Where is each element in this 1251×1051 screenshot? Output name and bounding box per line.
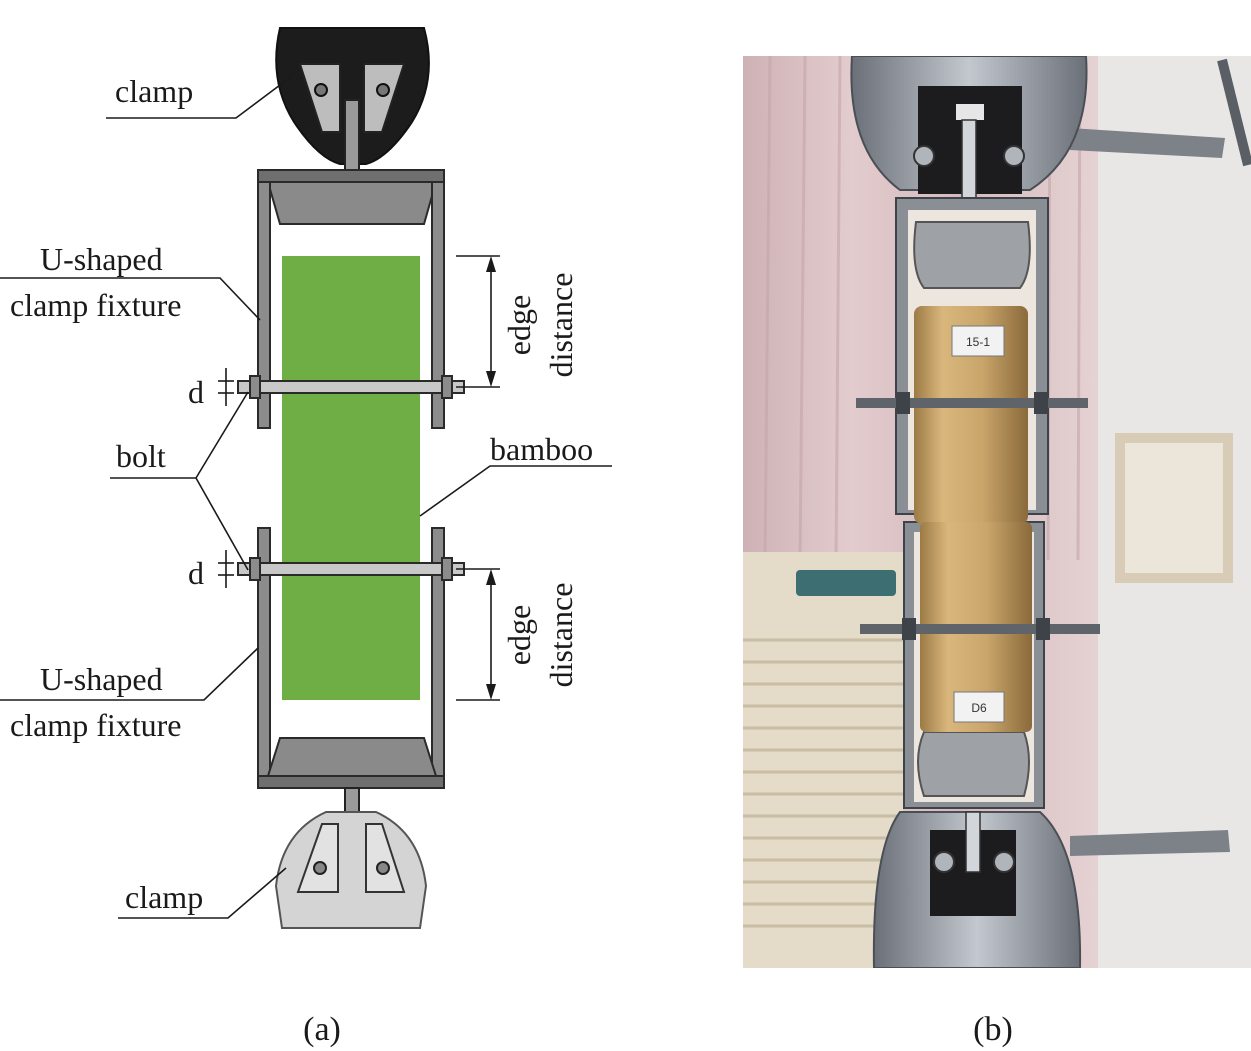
label-clamp-top: clamp	[115, 73, 193, 109]
edge-distance-top-dimension	[456, 255, 500, 388]
label-clamp-bottom: clamp	[125, 879, 203, 915]
top-clamp	[275, 27, 430, 171]
lower-handle	[1070, 830, 1230, 856]
upper-u-fixture	[257, 169, 445, 429]
label-u-fixture-bottom-line1: U-shaped	[40, 661, 163, 697]
bamboo-specimen	[282, 256, 420, 700]
label-d-bottom: d	[188, 555, 204, 591]
bottom-clamp	[274, 787, 428, 929]
d-mark-top	[218, 368, 234, 406]
label-edge-distance-bottom-line2: distance	[543, 583, 579, 688]
label-bamboo: bamboo	[490, 431, 593, 467]
label-u-fixture-top-line2: clamp fixture	[10, 287, 181, 323]
bolt-leader-lower	[195, 477, 249, 571]
photo-bolt-upper	[856, 392, 1088, 414]
panel-a-diagram: clamp U-shaped clamp fixture d bolt bamb…	[0, 27, 612, 1048]
u-fixture-bottom-leader	[0, 647, 259, 701]
specimen-tag-top-text: 15-1	[966, 335, 990, 349]
label-d-top: d	[188, 374, 204, 410]
label-u-fixture-top-line1: U-shaped	[40, 241, 163, 277]
upper-handle	[1070, 128, 1225, 158]
specimen-tag-bottom-text: D6	[971, 701, 987, 715]
clamp-bottom-leader	[118, 867, 287, 919]
edge-distance-bottom-dimension	[456, 568, 500, 701]
bottom-bolt	[237, 557, 465, 581]
device-display	[796, 570, 896, 596]
clamp-top-leader	[106, 75, 293, 119]
specimen-tag-bottom	[953, 691, 1005, 723]
specimen-tag-top	[951, 325, 1005, 357]
panel-b-photo: 15-1 D6 (b)	[743, 56, 1251, 1048]
top-bolt	[237, 375, 465, 399]
label-u-fixture-bottom-line2: clamp fixture	[10, 707, 181, 743]
caption-a: (a)	[303, 1011, 341, 1048]
photo-bolt-lower	[860, 618, 1100, 640]
bamboo-specimen-upper	[914, 306, 1028, 524]
label-edge-distance-bottom-line1: edge	[501, 605, 537, 665]
wall-frame	[1115, 433, 1233, 583]
bamboo-leader	[419, 465, 612, 517]
label-edge-distance-top-line1: edge	[501, 295, 537, 355]
lower-u-fixture	[257, 527, 445, 789]
label-edge-distance-top-line2: distance	[543, 273, 579, 378]
caption-b: (b)	[973, 1011, 1013, 1048]
label-bolt: bolt	[116, 438, 166, 474]
d-mark-bottom	[218, 550, 234, 588]
u-fixture-top-leader	[0, 277, 261, 321]
